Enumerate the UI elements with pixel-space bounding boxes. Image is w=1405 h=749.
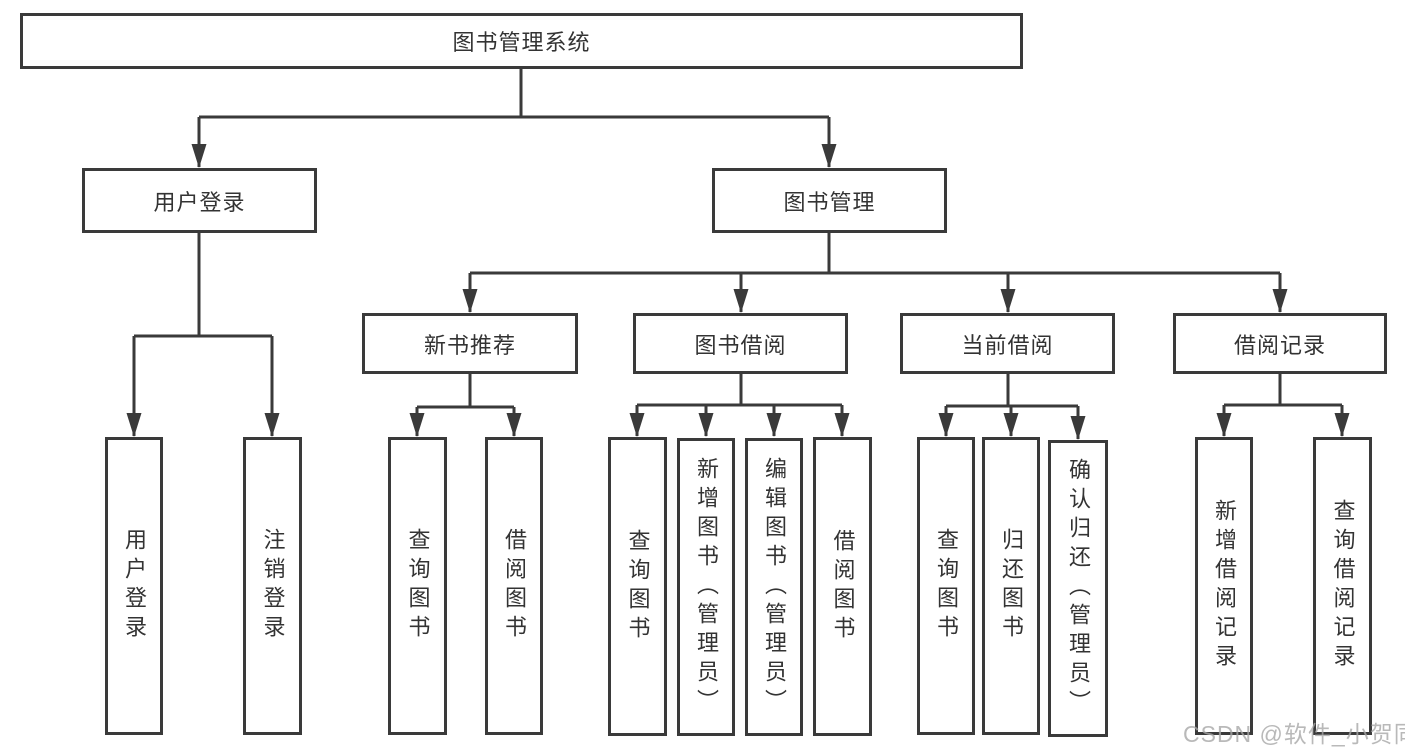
node-user-login: 用户登录 [82,168,317,233]
leaf-query-books-borrowing: 查询图书 [608,437,667,736]
leaf-query-borrowing-record: 查询借阅记录 [1313,437,1372,735]
leaf-borrow-books-recommend: 借阅图书 [485,437,543,735]
leaf-query-books-current: 查询图书 [917,437,975,735]
csdn-watermark: CSDN @软件_小贺同学 [1183,721,1405,747]
leaf-logout: 注销登录 [243,437,302,735]
leaf-return-books: 归还图书 [982,437,1040,735]
leaf-borrow-books-borrowing: 借阅图书 [813,437,872,736]
node-new-book-recommendation: 新书推荐 [362,313,578,374]
node-book-borrowing: 图书借阅 [633,313,848,374]
leaf-user-login: 用户登录 [105,437,163,735]
leaf-add-borrowing-record: 新增借阅记录 [1195,437,1253,735]
leaf-add-books-admin: 新增图书（管理员） [677,438,735,736]
node-current-borrowing: 当前借阅 [900,313,1115,374]
leaf-query-books-recommend: 查询图书 [388,437,447,735]
node-borrowing-records: 借阅记录 [1173,313,1387,374]
leaf-edit-books-admin: 编辑图书（管理员） [745,438,803,736]
node-book-management: 图书管理 [712,168,947,233]
leaf-confirm-return-admin: 确认归还（管理员） [1048,440,1108,737]
node-library-management-system: 图书管理系统 [20,13,1023,69]
